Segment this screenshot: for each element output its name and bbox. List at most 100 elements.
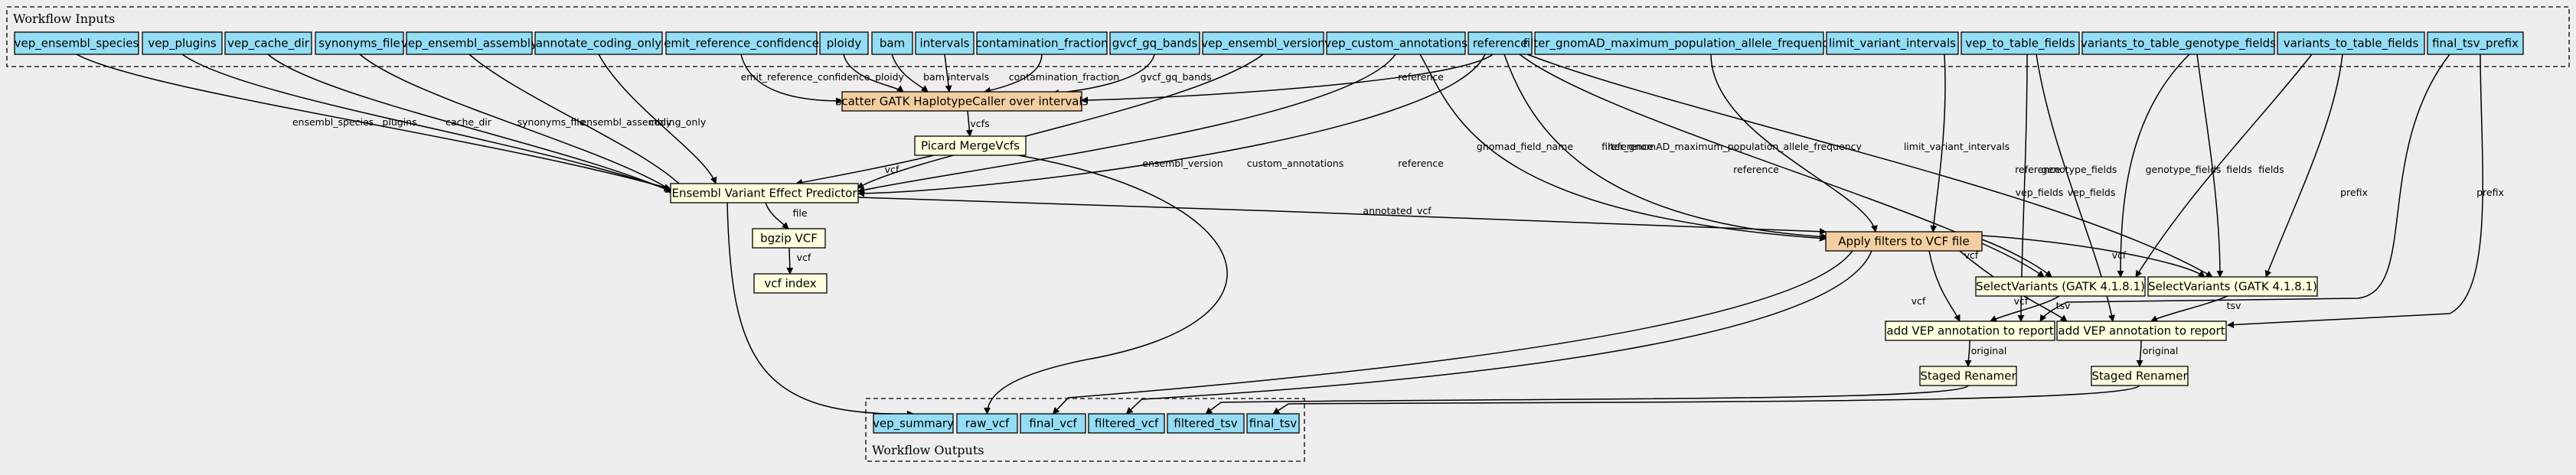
edge-label: gnomad_field_name xyxy=(1477,141,1574,152)
edge-haplotype-to-merge xyxy=(965,110,973,137)
edge-vep_cache_dir-to-vep xyxy=(267,54,673,193)
edge-label: reference xyxy=(1608,141,1654,152)
inputs-node-variants-to-table-genotype-fields[interactable]: variants_to_table_genotype_fields xyxy=(2081,31,2276,55)
edge-label: contamination_fraction xyxy=(1009,71,1119,83)
steps-node-select1[interactable]: SelectVariants (GATK 4.1.8.1) xyxy=(1975,276,2146,297)
outputs-node-filtered-vcf[interactable]: filtered_vcf xyxy=(1088,413,1165,434)
steps-node-select2[interactable]: SelectVariants (GATK 4.1.8.1) xyxy=(2147,276,2318,297)
inputs-node-filter-gnomAD[interactable]: filter_gnomAD_maximum_population_allele_… xyxy=(1523,31,1836,55)
outputs-node-raw-vcf[interactable]: raw_vcf xyxy=(956,413,1018,434)
node-box xyxy=(406,31,533,55)
edge-filter-to-select2 xyxy=(1981,235,2205,278)
inputs-node-gvcf-gq-bands[interactable]: gvcf_gq_bands xyxy=(1109,31,1200,55)
steps-node-addvep1[interactable]: add VEP annotation to report xyxy=(1885,320,2055,341)
edge-filter-to-filtered_vcf xyxy=(1125,250,1872,415)
inputs-node-contamination-fraction[interactable]: contamination_fraction xyxy=(975,31,1108,55)
outputs-node-filtered-tsv[interactable]: filtered_tsv xyxy=(1167,413,1245,434)
edge-label: ensembl_version xyxy=(1142,158,1223,169)
steps-node-bgzip[interactable]: bgzip VCF xyxy=(752,228,826,249)
inputs-node-annotate-coding-only[interactable]: annotate_coding_only xyxy=(534,31,663,55)
node-box xyxy=(2277,31,2425,55)
edge-merge-to-vep xyxy=(795,155,935,186)
inputs-node-vep-cache-dir[interactable]: vep_cache_dir xyxy=(224,31,312,55)
node-label: ploidy xyxy=(827,37,862,50)
inputs-node-vep-plugins[interactable]: vep_plugins xyxy=(142,31,223,55)
inputs-node-limit-variant-intervals[interactable]: limit_variant_intervals xyxy=(1826,31,1959,55)
edge-label: original xyxy=(1971,345,2007,356)
steps-node-merge[interactable]: Picard MergeVcfs xyxy=(914,135,1027,156)
edge-vep-to-filter xyxy=(857,197,1827,236)
inputs-node-ploidy[interactable]: ploidy xyxy=(819,31,869,55)
steps-node-rename2[interactable]: Staged Renamer xyxy=(2091,366,2189,386)
node-label: emit_reference_confidence xyxy=(664,37,819,51)
inputs-node-emit-reference-confidence[interactable]: emit_reference_confidence xyxy=(664,31,819,55)
edge-label: tsv xyxy=(2227,300,2241,311)
edge-reference-to-select2 xyxy=(1526,54,2213,278)
edge-bgzip-to-index xyxy=(786,247,794,275)
edge-vep_custom_annotations-to-filter xyxy=(1419,54,1827,242)
edge-label: prefix xyxy=(2476,187,2504,198)
edge-filter-to-select1 xyxy=(1981,239,2052,278)
inputs-node-reference[interactable]: reference xyxy=(1468,31,1533,55)
node-label: Staged Renamer xyxy=(1920,369,2016,383)
node-box xyxy=(1326,31,1466,55)
node-box xyxy=(2091,366,2189,386)
inputs-node-vep-ensembl-species[interactable]: vep_ensembl_species xyxy=(14,31,139,55)
steps-node-filter[interactable]: Apply filters to VCF file xyxy=(1825,231,1983,252)
inputs-cluster xyxy=(6,6,2570,67)
inputs-cluster-label: Workflow Inputs xyxy=(13,11,115,26)
node-label: final_tsv_prefix xyxy=(2432,37,2519,51)
node-box xyxy=(1919,366,2017,386)
edge-label: reference xyxy=(2015,164,2061,175)
inputs-node-synonyms-file[interactable]: synonyms_file xyxy=(315,31,404,55)
edge-label: vcf xyxy=(1912,295,1926,307)
outputs-node-final-tsv[interactable]: final_tsv xyxy=(1246,413,1300,434)
edge-label: bam xyxy=(923,71,945,83)
edge-vep-to-vep_summary xyxy=(726,202,914,418)
inputs-node-vep-custom-annotations[interactable]: vep_custom_annotations xyxy=(1324,31,1468,55)
edge-filter_gnomAD-to-filter xyxy=(1710,54,1878,233)
node-label: intervals xyxy=(919,37,969,50)
edge-label: limit_variant_intervals xyxy=(1904,141,2010,152)
inputs-node-vep-ensembl-assembly[interactable]: vep_ensembl_assembly xyxy=(401,31,537,55)
inputs-node-vep-ensembl-version[interactable]: vep_ensembl_version xyxy=(1201,31,1325,55)
edge-final_tsv_prefix-to-addvep1 xyxy=(2039,54,2450,322)
node-label: SelectVariants (GATK 4.1.8.1) xyxy=(1976,280,2145,294)
edge-addvep2-to-rename2 xyxy=(2136,340,2143,367)
outputs-node-vep-summary[interactable]: vep_summary xyxy=(873,413,954,434)
node-label: final_tsv xyxy=(1249,417,1298,431)
edge-final_tsv_prefix-to-addvep2 xyxy=(2227,54,2483,329)
node-box xyxy=(2081,31,2275,55)
edge-label: prefix xyxy=(2340,187,2368,198)
node-box xyxy=(841,91,1082,112)
inputs-node-intervals[interactable]: intervals xyxy=(915,31,975,55)
steps-node-rename1[interactable]: Staged Renamer xyxy=(1919,366,2017,386)
steps-node-vep[interactable]: Ensembl Variant Effect Predictor xyxy=(670,183,859,203)
node-label: gvcf_gq_bands xyxy=(1112,37,1198,51)
steps-node-index[interactable]: vcf index xyxy=(753,273,828,294)
node-label: synonyms_file xyxy=(318,37,400,51)
inputs-node-final-tsv-prefix[interactable]: final_tsv_prefix xyxy=(2427,31,2524,55)
edge-synonyms_file-to-vep xyxy=(359,54,677,194)
edge-label: cache_dir xyxy=(446,116,492,128)
outputs-node-final-vcf[interactable]: final_vcf xyxy=(1020,413,1086,434)
steps-node-addvep2[interactable]: add VEP annotation to report xyxy=(2056,320,2227,341)
edge-vep-to-bgzip xyxy=(765,202,789,229)
edge-label: original xyxy=(2143,345,2179,356)
edge-label: fields xyxy=(2226,164,2251,175)
node-box xyxy=(914,135,1027,156)
node-box xyxy=(670,183,859,203)
node-box xyxy=(315,31,404,55)
node-box xyxy=(1468,31,1533,55)
inputs-node-bam[interactable]: bam xyxy=(871,31,913,55)
node-box xyxy=(976,31,1108,55)
inputs-node-vep-to-table-fields[interactable]: vep_to_table_fields xyxy=(1961,31,2080,55)
edge-select2-to-addvep2 xyxy=(2150,295,2228,322)
edge-label: custom_annotations xyxy=(1247,158,1344,169)
edge-label: reference xyxy=(1733,164,1779,175)
node-label: Apply filters to VCF file xyxy=(1838,235,1969,249)
inputs-node-variants-to-table-fields[interactable]: variants_to_table_fields xyxy=(2277,31,2425,55)
steps-node-haplotype[interactable]: scatter GATK HaplotypeCaller over interv… xyxy=(836,91,1089,112)
node-box xyxy=(1961,31,2080,55)
